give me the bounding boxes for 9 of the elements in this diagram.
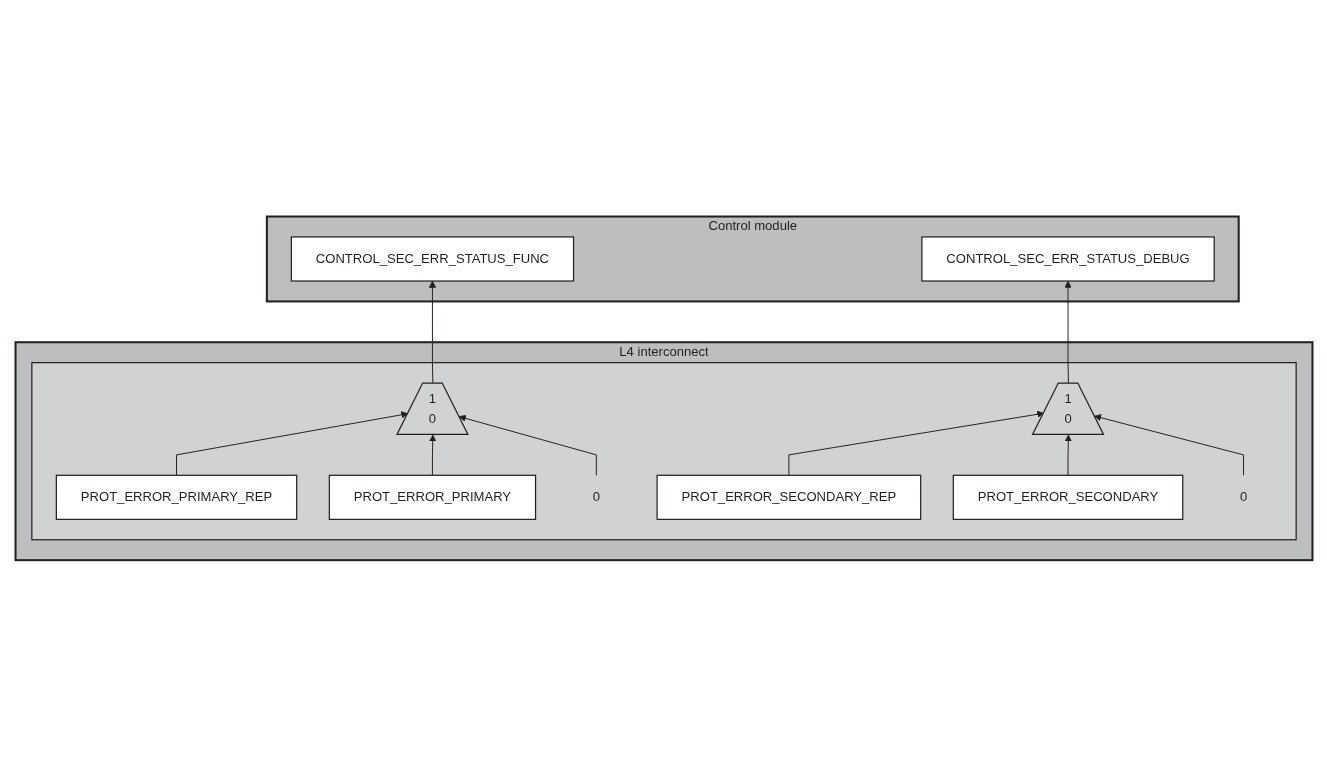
node-box: PROT_ERROR_SECONDARY_REP [656, 474, 921, 520]
cluster [30, 361, 1297, 540]
node-box: PROT_ERROR_PRIMARY [328, 474, 536, 520]
node-box: PROT_ERROR_SECONDARY [952, 474, 1183, 520]
node-box: CONTROL_SEC_ERR_STATUS_DEBUG [920, 235, 1215, 282]
node-box: CONTROL_SEC_ERR_STATUS_FUNC [290, 235, 574, 282]
node-text: 0 [592, 489, 600, 504]
node-box: PROT_ERROR_PRIMARY_REP [55, 474, 297, 520]
node-text: 0 [1239, 489, 1247, 504]
